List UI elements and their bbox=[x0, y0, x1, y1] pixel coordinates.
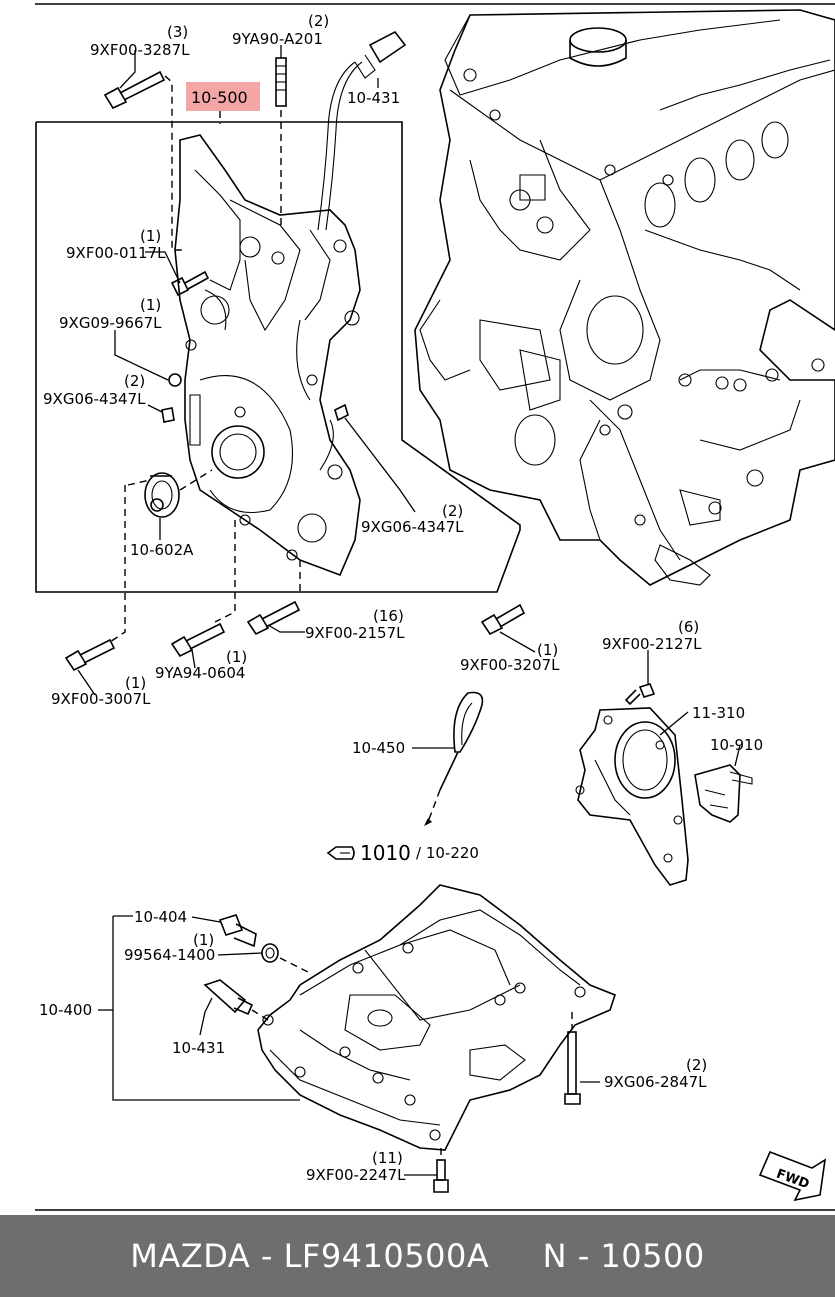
label-10-602A: 10-602A bbox=[130, 541, 194, 559]
label-10-400: 10-400 bbox=[39, 1001, 92, 1019]
rear-seal-housing-drawing bbox=[575, 683, 689, 886]
part-number-caption: MAZDA - LF9410500A N - 10500 bbox=[130, 1237, 705, 1275]
qty-2-top: (2) bbox=[308, 12, 329, 30]
qty-2-c: (2) bbox=[442, 502, 463, 520]
label-10-431-top: 10-431 bbox=[347, 89, 400, 107]
label-9XG06-4347L-right: 9XG06-4347L bbox=[361, 518, 464, 536]
qty-1-b: (1) bbox=[140, 296, 161, 314]
stud-drawing bbox=[275, 57, 287, 230]
label-10-910: 10-910 bbox=[710, 736, 763, 754]
parts-diagram: FWD (3) 9XF00-3287L (2) bbox=[35, 3, 835, 1211]
oil-pan-drawing bbox=[257, 884, 616, 1151]
lower-bolts-drawing bbox=[64, 600, 526, 672]
label-11-310: 11-310 bbox=[692, 704, 745, 722]
timing-cover-drawing bbox=[174, 134, 361, 577]
label-9XG06-2847L: 9XG06-2847L bbox=[604, 1073, 707, 1091]
bolt-2247-drawing bbox=[433, 1148, 449, 1193]
label-10-450: 10-450 bbox=[352, 739, 405, 757]
label-9XF00-3287L: 9XF00-3287L bbox=[90, 41, 190, 59]
qty-1-e: (1) bbox=[125, 674, 146, 692]
sensor-top-drawing bbox=[317, 30, 407, 231]
fwd-arrow-icon: FWD bbox=[758, 1150, 827, 1202]
baffle-drawing bbox=[694, 764, 753, 823]
qty-11: (11) bbox=[372, 1149, 403, 1167]
oil-seal-drawing bbox=[127, 469, 213, 518]
label-10-404: 10-404 bbox=[134, 908, 187, 926]
label-9XF00-0117L: 9XF00-0117L bbox=[66, 244, 166, 262]
qty-1-a: (1) bbox=[140, 227, 161, 245]
leader-lines bbox=[77, 45, 741, 1176]
fwd-label: FWD bbox=[774, 1167, 811, 1193]
lower-dash-lines bbox=[109, 485, 301, 643]
label-9YA94-0604: 9YA94-0604 bbox=[155, 664, 245, 682]
label-9XF00-2157L: 9XF00-2157L bbox=[305, 624, 405, 642]
qty-2-d: (2) bbox=[686, 1056, 707, 1074]
qty-1-d: (1) bbox=[226, 648, 247, 666]
label-9XG09-9667L: 9XG09-9667L bbox=[59, 314, 162, 332]
oil-sensor-drawing bbox=[203, 979, 269, 1021]
label-10-431-bottom: 10-431 bbox=[172, 1039, 225, 1057]
qty-2-b: (2) bbox=[124, 372, 145, 390]
stud-bolt-2847-drawing bbox=[564, 1012, 581, 1105]
label-10-500: 10-500 bbox=[191, 88, 248, 107]
dipstick-drawing bbox=[424, 691, 484, 826]
reference-hand-icon bbox=[326, 846, 355, 860]
qty-6: (6) bbox=[678, 618, 699, 636]
label-9YA90-A201: 9YA90-A201 bbox=[232, 30, 323, 48]
label-9XF00-2127L: 9XF00-2127L bbox=[602, 635, 702, 653]
footer-bar: MAZDA - LF9410500A N - 10500 bbox=[0, 1215, 835, 1297]
label-9XF00-3207L: 9XF00-3207L bbox=[460, 656, 560, 674]
qty-16: (16) bbox=[373, 607, 404, 625]
part-labels: (3) 9XF00-3287L (2) 9YA90-A201 10-431 10… bbox=[39, 12, 763, 1184]
label-9XG06-4347L-left: 9XG06-4347L bbox=[43, 390, 146, 408]
label-99564-1400: 99564-1400 bbox=[124, 946, 215, 964]
part-10500-highlight bbox=[186, 82, 260, 111]
qty-3: (3) bbox=[167, 23, 188, 41]
qty-1-f: (1) bbox=[193, 931, 214, 949]
label-10-220: / 10-220 bbox=[416, 844, 479, 862]
drain-plug-drawing bbox=[218, 914, 309, 973]
label-9XF00-2247L: 9XF00-2247L bbox=[306, 1166, 406, 1184]
bolt-3287-drawing bbox=[103, 70, 185, 251]
label-1010: 1010 bbox=[360, 841, 411, 865]
label-9XF00-3007L: 9XF00-3007L bbox=[51, 690, 151, 708]
qty-1-c: (1) bbox=[537, 641, 558, 659]
timing-cover-group-box bbox=[35, 111, 521, 593]
engine-block-drawing bbox=[414, 9, 835, 586]
